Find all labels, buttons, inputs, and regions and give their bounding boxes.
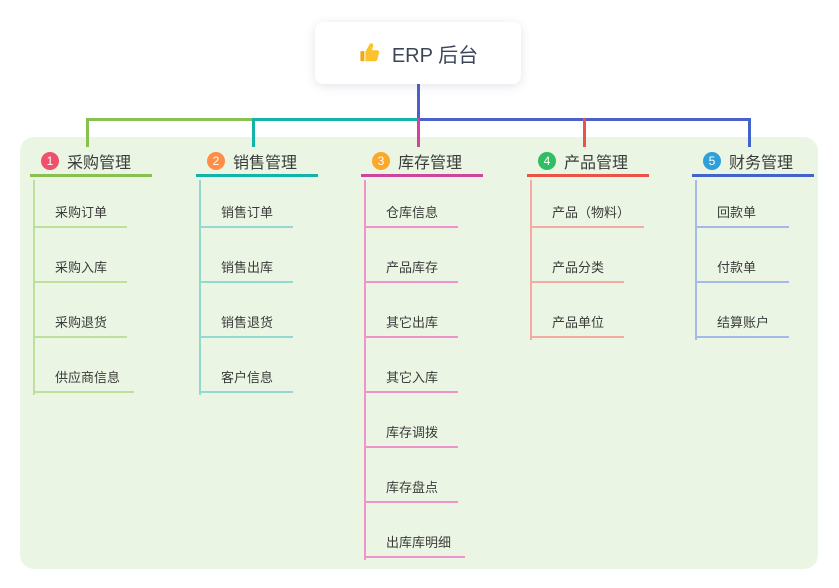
child-node[interactable]: 其它入库 xyxy=(364,367,458,393)
child-node[interactable]: 结算账户 xyxy=(695,312,789,338)
child-node[interactable]: 仓库信息 xyxy=(364,202,458,228)
child-node[interactable]: 销售订单 xyxy=(199,202,293,228)
child-node[interactable]: 客户信息 xyxy=(199,367,293,393)
branch-node[interactable]: 3 库存管理 xyxy=(361,147,483,177)
branch-label: 财务管理 xyxy=(729,154,794,172)
child-node[interactable]: 回款单 xyxy=(695,202,789,228)
branch-badge: 1 xyxy=(41,151,59,170)
branch-node[interactable]: 1 采购管理 xyxy=(30,147,152,177)
branch-label: 销售管理 xyxy=(233,154,298,172)
branch-child-line xyxy=(364,180,366,560)
child-node[interactable]: 采购订单 xyxy=(33,202,127,228)
child-node[interactable]: 库存盘点 xyxy=(364,477,458,503)
child-node[interactable]: 出库库明细 xyxy=(364,532,466,558)
bus-segment-1 xyxy=(86,118,252,121)
branch-label: 产品管理 xyxy=(564,154,629,172)
child-node[interactable]: 采购退货 xyxy=(33,312,127,338)
branch-drop-line xyxy=(86,118,89,147)
branch-label: 库存管理 xyxy=(398,154,463,172)
child-node[interactable]: 产品单位 xyxy=(530,312,624,338)
branch-drop-line xyxy=(748,118,751,147)
content-panel xyxy=(20,137,818,569)
child-node[interactable]: 采购入库 xyxy=(33,257,127,283)
child-node[interactable]: 付款单 xyxy=(695,257,789,283)
thumbs-up-icon xyxy=(358,41,382,65)
branch-label: 采购管理 xyxy=(67,154,132,172)
branch-badge: 5 xyxy=(703,151,721,170)
branch-node[interactable]: 4 产品管理 xyxy=(527,147,649,177)
branch-node[interactable]: 2 销售管理 xyxy=(196,147,318,177)
child-node[interactable]: 其它出库 xyxy=(364,312,458,338)
child-node[interactable]: 产品（物料） xyxy=(530,202,645,228)
branch-child-line xyxy=(530,180,532,340)
branch-drop-line xyxy=(583,118,586,147)
root-connector-line xyxy=(417,84,420,118)
child-node[interactable]: 库存调拨 xyxy=(364,422,458,448)
child-node[interactable]: 销售退货 xyxy=(199,312,293,338)
child-node[interactable]: 销售出库 xyxy=(199,257,293,283)
branch-child-line xyxy=(695,180,697,340)
branch-badge: 2 xyxy=(207,151,225,170)
branch-child-line xyxy=(33,180,35,395)
bus-segment-2 xyxy=(252,118,417,121)
root-node-title: ERP 后台 xyxy=(391,44,479,67)
root-node[interactable]: ERP 后台 xyxy=(315,22,521,84)
child-node[interactable]: 产品分类 xyxy=(530,257,624,283)
branch-badge: 4 xyxy=(538,151,556,170)
child-node[interactable]: 产品库存 xyxy=(364,257,458,283)
child-node[interactable]: 供应商信息 xyxy=(33,367,135,393)
branch-badge: 3 xyxy=(372,151,390,170)
branch-drop-line xyxy=(252,118,255,147)
branch-node[interactable]: 5 财务管理 xyxy=(692,147,814,177)
branch-drop-line xyxy=(417,118,420,147)
branch-child-line xyxy=(199,180,201,395)
